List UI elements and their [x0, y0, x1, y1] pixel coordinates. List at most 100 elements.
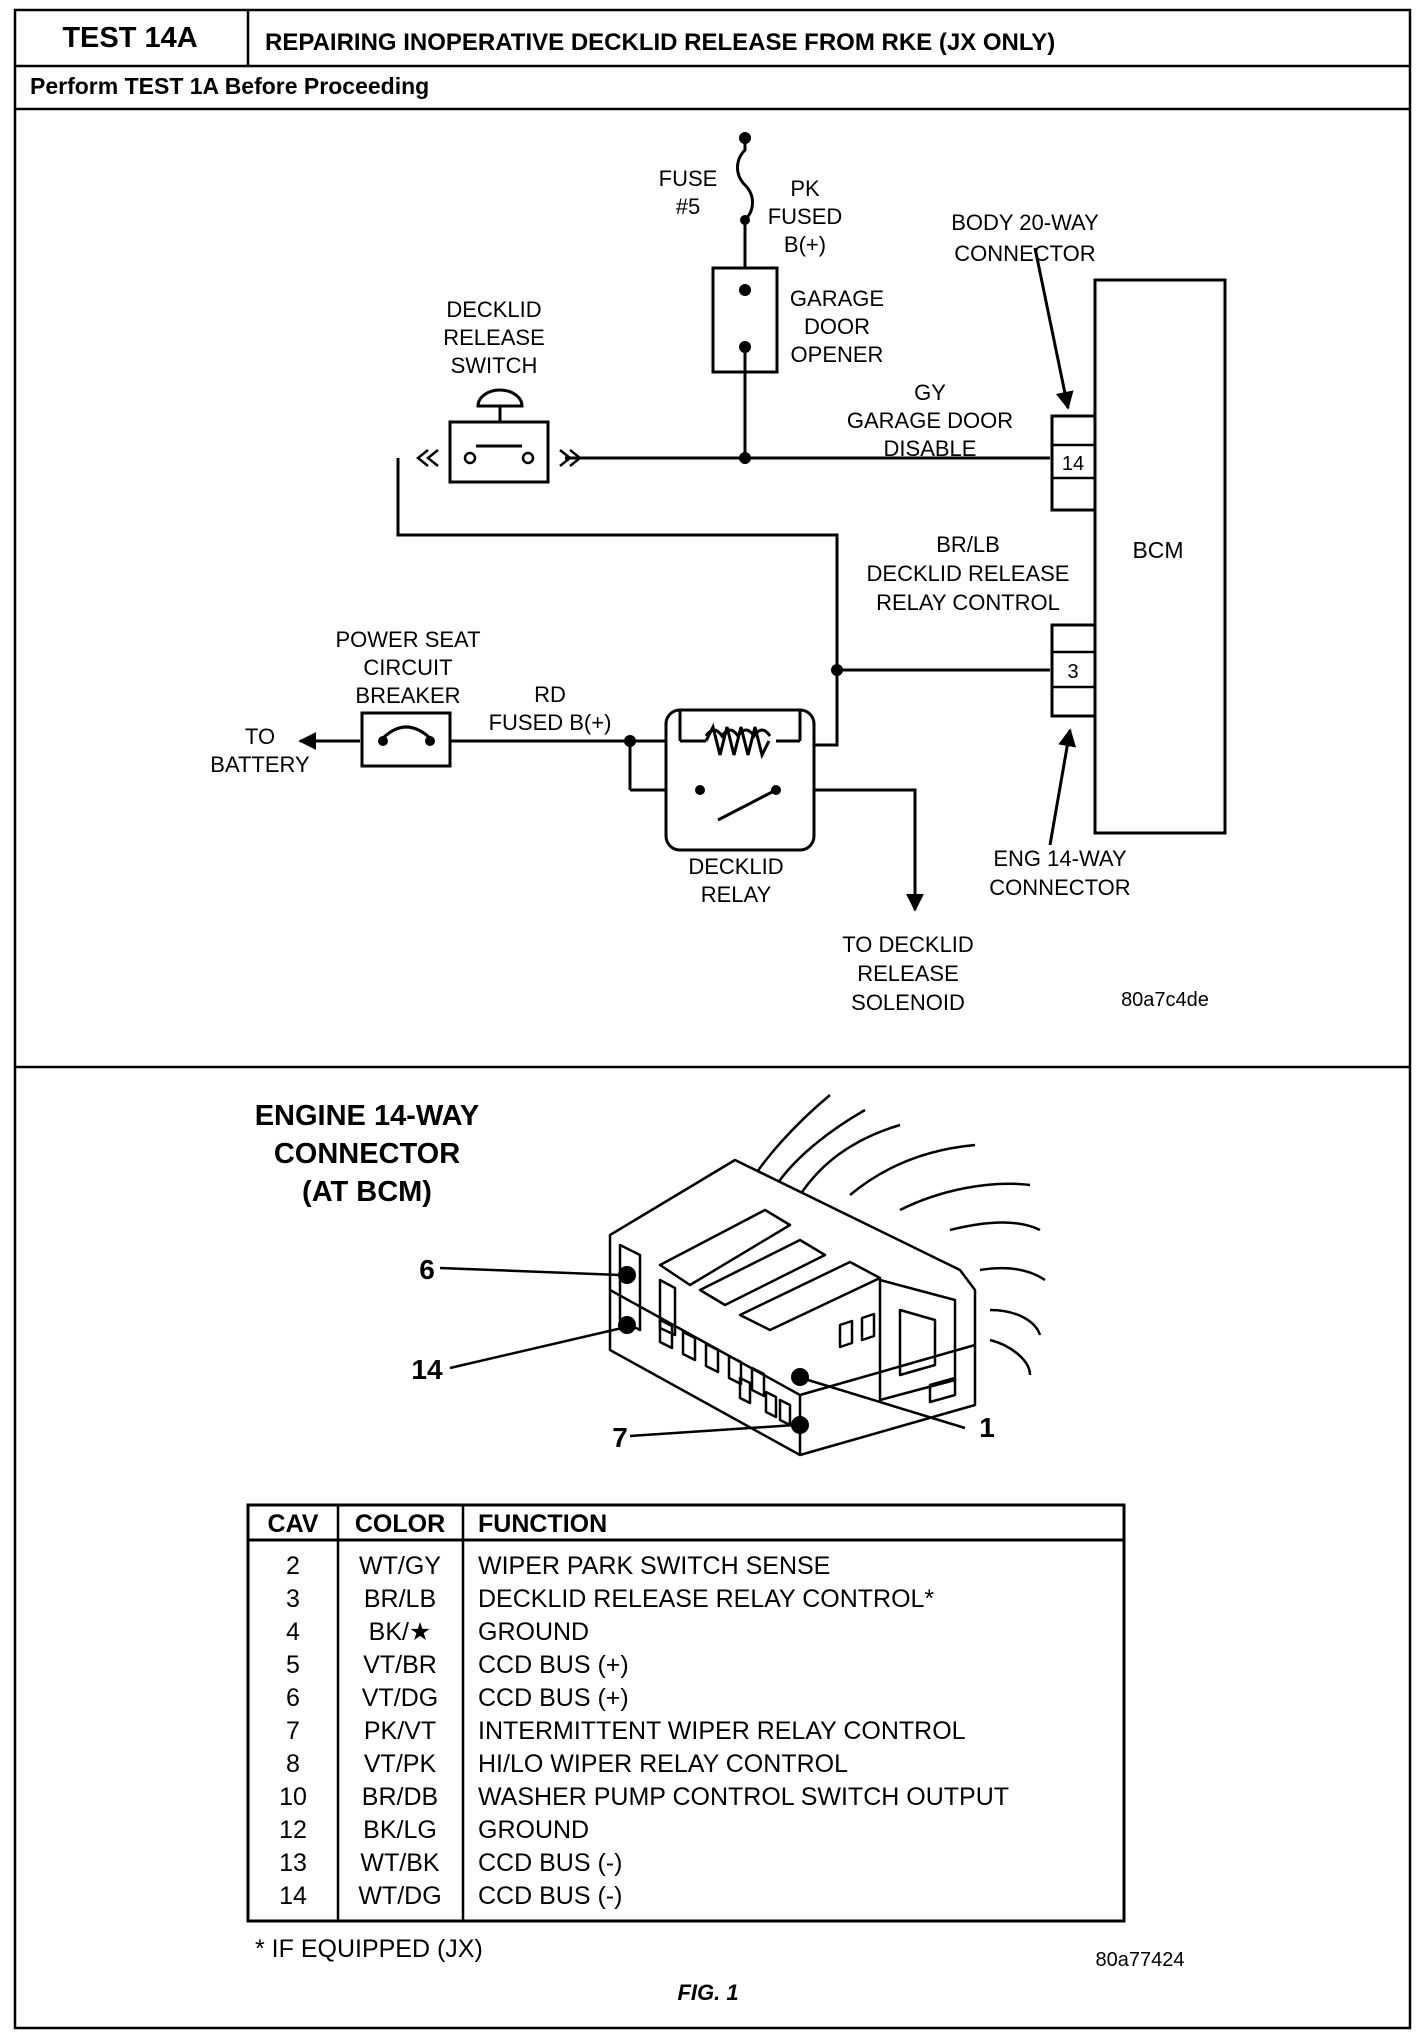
body-20-way-connector: 14 — [1050, 414, 1097, 512]
function-cell: CCD BUS (+) — [478, 1684, 629, 1712]
function-cell: WIPER PARK SWITCH SENSE — [478, 1552, 830, 1580]
color-cell: VT/BR — [363, 1651, 437, 1679]
svg-text:CONNECTOR: CONNECTOR — [989, 875, 1130, 900]
to-solenoid-label: TO DECKLID RELEASE SOLENOID — [842, 932, 974, 1015]
to-battery-label: TO BATTERY — [210, 724, 310, 777]
color-cell: VT/PK — [364, 1750, 437, 1778]
svg-text:OPENER: OPENER — [791, 342, 884, 367]
function-cell: WASHER PUMP CONTROL SWITCH OUTPUT — [478, 1783, 1009, 1811]
eng-connector-label: ENG 14-WAY CONNECTOR — [989, 846, 1130, 900]
connector-view-title: ENGINE 14-WAY CONNECTOR (AT BCM) — [255, 1100, 480, 1208]
cav-cell: 12 — [279, 1816, 307, 1844]
page-subtitle: Perform TEST 1A Before Proceeding — [30, 73, 429, 99]
table-row: 4 BK/★ GROUND — [286, 1618, 589, 1646]
gy-wire-label: GY GARAGE DOOR DISABLE — [847, 380, 1013, 461]
cav-cell: 6 — [286, 1684, 300, 1712]
color-cell: VT/DG — [362, 1684, 438, 1712]
test-id: TEST 14A — [62, 22, 197, 54]
pin-3-label: 3 — [1067, 661, 1078, 683]
svg-text:CONNECTOR: CONNECTOR — [274, 1138, 460, 1170]
svg-text:B(+): B(+) — [784, 232, 826, 257]
color-cell: WT/DG — [358, 1882, 441, 1910]
pin-label-7: 7 — [612, 1422, 628, 1453]
function-cell: CCD BUS (+) — [478, 1651, 629, 1679]
svg-text:BATTERY: BATTERY — [210, 752, 310, 777]
pin-label-1: 1 — [979, 1412, 995, 1443]
garage-door-opener: GARAGE DOOR OPENER — [711, 266, 884, 374]
svg-text:DISABLE: DISABLE — [884, 436, 977, 461]
svg-text:(AT BCM): (AT BCM) — [302, 1176, 432, 1208]
svg-text:DECKLID: DECKLID — [688, 854, 783, 879]
svg-text:DECKLID: DECKLID — [446, 297, 541, 322]
svg-text:DECKLID RELEASE: DECKLID RELEASE — [867, 561, 1070, 586]
function-cell: DECKLID RELEASE RELAY CONTROL* — [478, 1585, 934, 1613]
svg-text:POWER SEAT: POWER SEAT — [335, 627, 480, 652]
table-header-function: FUNCTION — [478, 1510, 607, 1538]
svg-text:RELEASE: RELEASE — [443, 325, 545, 350]
svg-text:BREAKER: BREAKER — [355, 683, 460, 708]
bcm-module: BCM — [1093, 278, 1227, 835]
fuse-label: FUSE #5 — [659, 166, 718, 219]
svg-text:FUSED B(+): FUSED B(+) — [489, 710, 612, 735]
svg-text:DOOR: DOOR — [804, 314, 870, 339]
color-cell: WT/GY — [359, 1552, 441, 1580]
function-cell: CCD BUS (-) — [478, 1882, 622, 1910]
engine-14-way-connector-drawing — [608, 1094, 1046, 1457]
function-cell: GROUND — [478, 1618, 589, 1646]
svg-text:SWITCH: SWITCH — [451, 353, 538, 378]
color-cell: BR/LB — [364, 1585, 436, 1613]
svg-text:GY: GY — [914, 380, 946, 405]
svg-text:PK: PK — [790, 176, 820, 201]
svg-text:#5: #5 — [676, 194, 700, 219]
svg-text:FUSE: FUSE — [659, 166, 718, 191]
svg-text:FUSED: FUSED — [768, 204, 843, 229]
junction-dots — [624, 132, 843, 747]
table-row: 8 VT/PK HI/LO WIPER RELAY CONTROL — [286, 1750, 848, 1778]
svg-text:BR/LB: BR/LB — [936, 532, 1000, 557]
svg-text:TO: TO — [245, 724, 275, 749]
svg-text:BCM: BCM — [1132, 537, 1183, 563]
function-cell: GROUND — [478, 1816, 589, 1844]
schematic-arrows — [298, 247, 1077, 912]
color-cell: WT/BK — [360, 1849, 439, 1877]
function-cell: HI/LO WIPER RELAY CONTROL — [478, 1750, 848, 1778]
svg-text:ENGINE 14-WAY: ENGINE 14-WAY — [255, 1100, 480, 1132]
footnote: * IF EQUIPPED (JX) — [255, 1935, 483, 1963]
cav-cell: 8 — [286, 1750, 300, 1778]
br-lb-wire-label: BR/LB DECKLID RELEASE RELAY CONTROL — [867, 532, 1070, 615]
page-frame — [13, 8, 1412, 2030]
figure-label: FIG. 1 — [677, 1980, 738, 2005]
figure-code: 80a77424 — [1096, 1949, 1185, 1971]
rd-wire-label: RD FUSED B(+) — [489, 682, 612, 735]
eng-14-way-connector: 3 — [1050, 623, 1097, 718]
table-header-cav: CAV — [268, 1510, 319, 1538]
table-row: 6 VT/DG CCD BUS (+) — [286, 1684, 629, 1712]
svg-text:TO DECKLID: TO DECKLID — [842, 932, 974, 957]
cav-cell: 13 — [279, 1849, 307, 1877]
function-cell: CCD BUS (-) — [478, 1849, 622, 1877]
svg-text:GARAGE DOOR: GARAGE DOOR — [847, 408, 1013, 433]
pin-label-14: 14 — [411, 1354, 443, 1385]
schematic-code: 80a7c4de — [1121, 989, 1209, 1011]
cav-cell: 4 — [286, 1618, 300, 1646]
connector-leader-lines — [439, 1266, 966, 1438]
pk-fused-label: PK FUSED B(+) — [768, 176, 843, 257]
svg-text:RELAY CONTROL: RELAY CONTROL — [876, 590, 1060, 615]
cav-cell: 10 — [279, 1783, 307, 1811]
color-cell: BK/★ — [369, 1618, 432, 1646]
svg-text:BODY 20-WAY: BODY 20-WAY — [951, 210, 1099, 235]
pin-label-6: 6 — [419, 1254, 435, 1285]
decklid-relay: DECKLID RELAY — [664, 708, 816, 907]
power-seat-circuit-breaker: POWER SEAT CIRCUIT BREAKER — [335, 627, 481, 768]
cav-cell: 7 — [286, 1717, 300, 1745]
svg-text:CIRCUIT: CIRCUIT — [363, 655, 452, 680]
decklid-release-switch: DECKLID RELEASE SWITCH — [415, 297, 583, 484]
svg-text:RD: RD — [534, 682, 566, 707]
color-cell: BR/DB — [362, 1783, 438, 1811]
table-header-color: COLOR — [355, 1510, 445, 1538]
